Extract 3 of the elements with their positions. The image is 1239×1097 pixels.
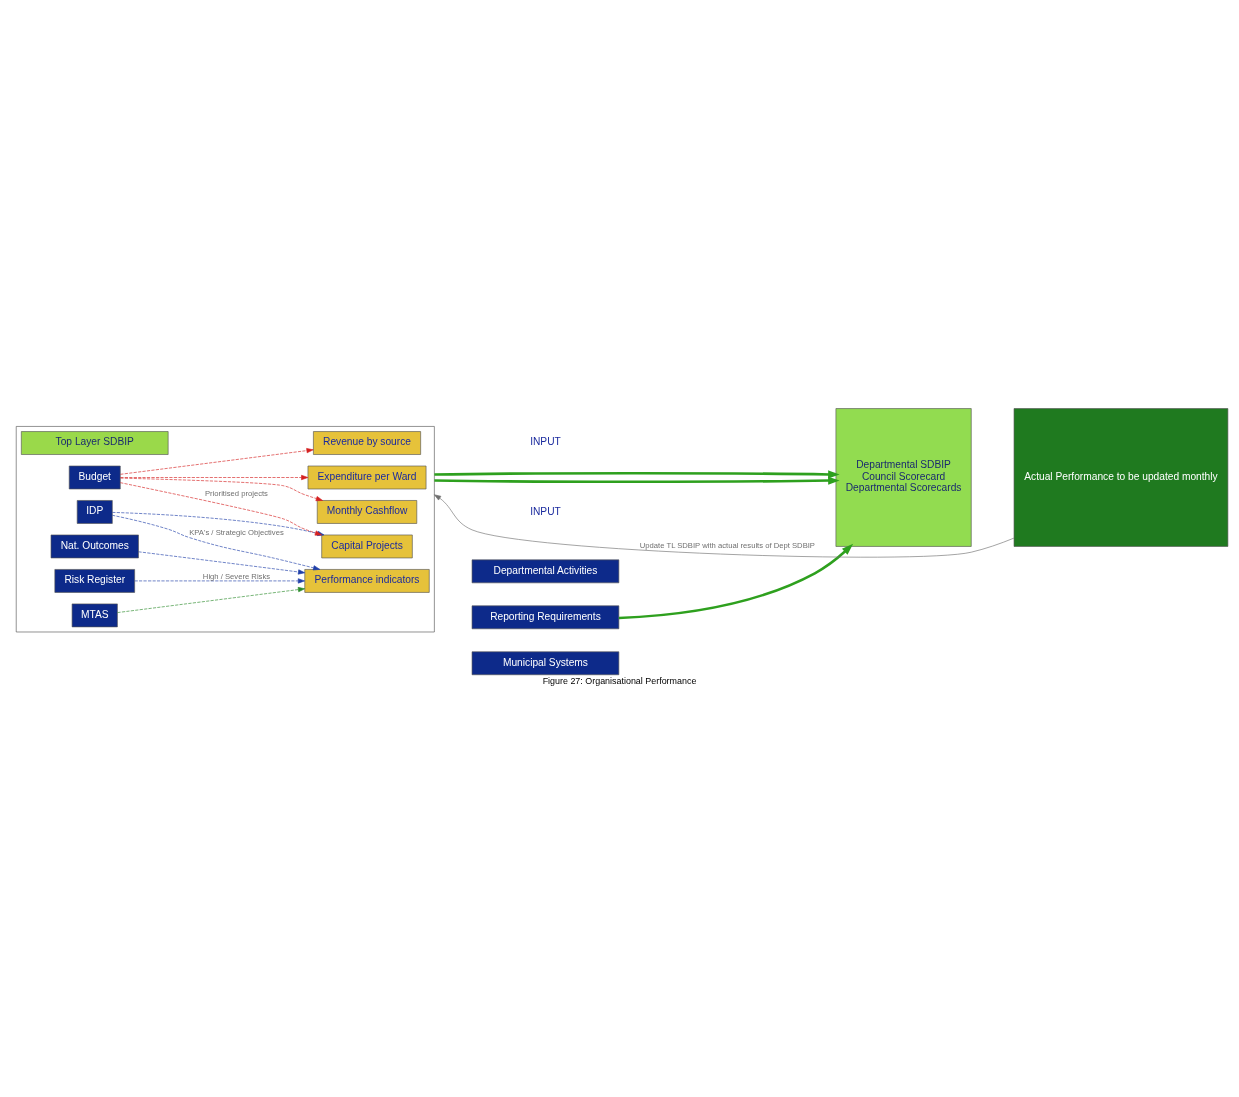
caption: Figure 27: Organisational Performance bbox=[542, 675, 697, 686]
label: INPUT bbox=[530, 435, 561, 447]
label: INPUT bbox=[530, 505, 561, 517]
